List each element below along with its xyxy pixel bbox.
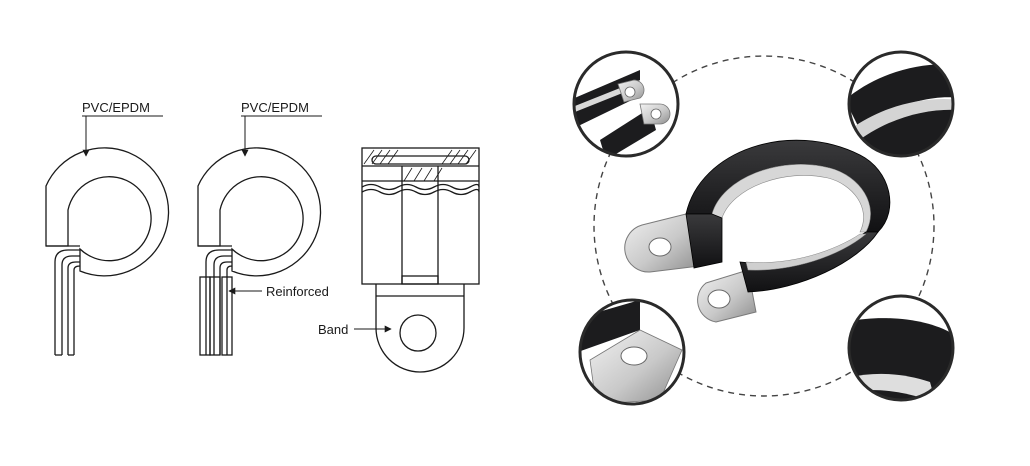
tab-hole-detail-icon <box>578 298 686 406</box>
clamp-front-view <box>361 147 480 373</box>
pvc-epdm-callout-left: PVC/EPDM <box>82 100 163 157</box>
reinforced-callout: Reinforced <box>228 284 329 299</box>
detail-circle-bottom-right <box>847 294 955 402</box>
detail-dashed-ring <box>593 55 935 397</box>
liner-label-mid: PVC/EPDM <box>241 100 309 115</box>
lower-mounting-tab <box>697 269 757 323</box>
reinforcement-plate-left <box>199 276 211 356</box>
reinforced-clamp-section <box>197 147 322 356</box>
reinforced-label: Reinforced <box>266 284 329 299</box>
band-label: Band <box>318 322 348 337</box>
detail-circle-bottom-left <box>578 298 686 406</box>
detail-circle-top-right <box>847 50 955 158</box>
steel-inner-strip <box>711 164 871 233</box>
band-mounting-hole <box>399 314 437 352</box>
pvc-epdm-callout-mid: PVC/EPDM <box>241 100 322 157</box>
liner-label-left: PVC/EPDM <box>82 100 150 115</box>
plain-clamp-section <box>45 147 170 356</box>
clamp-product-render <box>593 55 935 397</box>
band-tab-outline <box>375 284 465 373</box>
rubber-band-edge-detail-icon <box>847 50 955 158</box>
reinforced-clamp-outer-outline <box>197 147 322 277</box>
plain-clamp-outer-outline <box>45 147 170 277</box>
detail-circle-top-left <box>572 50 680 158</box>
front-view-body <box>361 147 480 285</box>
mounting-tab-detail-icon <box>572 50 680 158</box>
plain-clamp-inner-band <box>54 249 80 355</box>
band-callout: Band <box>318 322 392 337</box>
upper-mounting-tab <box>624 211 701 273</box>
rubber-lining-detail-icon <box>847 294 955 402</box>
